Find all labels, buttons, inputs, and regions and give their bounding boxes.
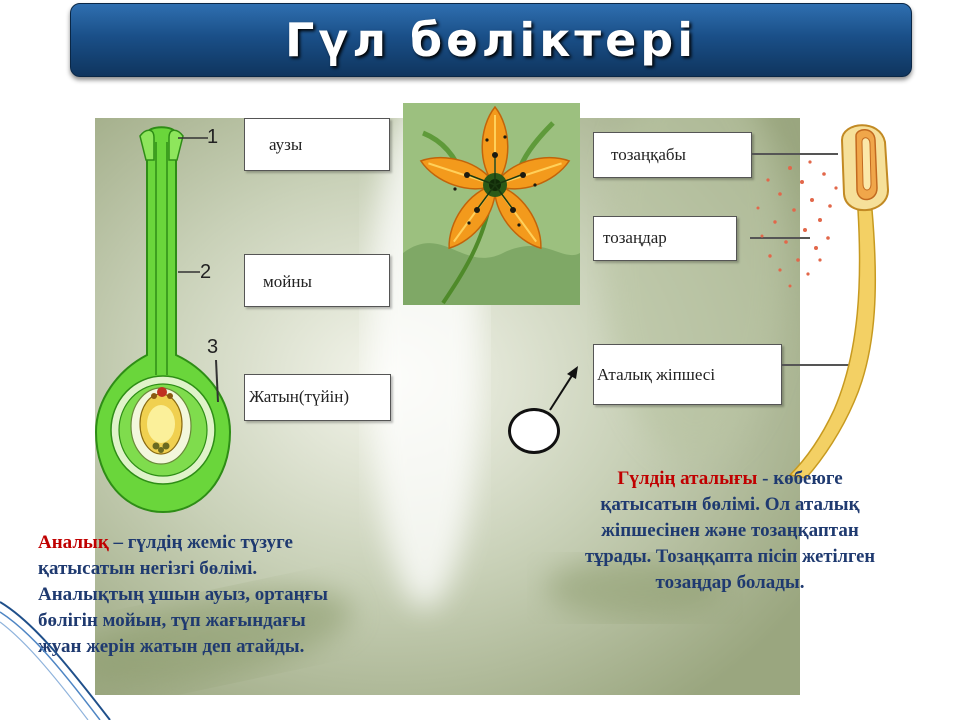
page-title: Гүл бөліктері: [285, 13, 697, 67]
pistil-line-3: Аналықтың ұшын ауыз, ортаңғы: [38, 584, 329, 605]
label-style-text: мойны: [263, 272, 312, 291]
pistil-line-5: жуан жерін жатын деп атайды.: [38, 636, 305, 657]
stamen-line-2: қатысатын бөлімі. Ол аталық: [600, 494, 860, 515]
label-stigma: аузы: [244, 118, 390, 171]
label-filament: Аталық жіпшесі: [593, 344, 782, 405]
label-pollen: тозаңдар: [593, 216, 737, 261]
label-pollen-text: тозаңдар: [603, 228, 667, 247]
corner-decoration: [0, 601, 111, 720]
stamen-diagram: [750, 124, 890, 479]
flower-image: [403, 103, 580, 305]
pistil-line-1-text: гүлдің жеміс түзуге: [127, 532, 293, 553]
pistil-number-1: 1: [207, 126, 219, 148]
stamen-line-3: жіпшесінен және тозаңқаптан: [601, 520, 859, 541]
stamen-term: Гүлдің аталығы: [617, 468, 758, 489]
stamen-description: Гүлдің аталығы - көбеюге қатысатын бөлім…: [500, 466, 960, 596]
pistil-dash: –: [108, 532, 128, 553]
label-filament-text: Аталық жіпшесі: [597, 365, 716, 384]
label-ovary-text: Жатын(түйін): [249, 387, 350, 406]
pistil-description: Аналық – гүлдің жеміс түзуге қатысатын н…: [38, 530, 468, 660]
pistil-line-2: қатысатын негізгі бөлімі.: [38, 558, 258, 579]
label-anther-text: тозаңқабы: [611, 145, 686, 164]
stamen-line-1-text: - көбеюге: [757, 468, 843, 489]
pistil-diagram: [94, 126, 232, 514]
title-bar: Гүл бөліктері: [70, 3, 912, 77]
label-style: мойны: [244, 254, 390, 307]
pistil-term: Аналық: [38, 532, 109, 553]
pistil-line-4: бөлігін мойын, түп жағындағы: [38, 610, 306, 631]
pistil-number-3: 3: [207, 336, 219, 358]
pistil-line-1: Аналық – гүлдің жеміс түзуге: [38, 530, 468, 556]
label-anther: тозаңқабы: [593, 132, 752, 178]
pistil-number-2: 2: [200, 261, 212, 283]
label-stigma-text: аузы: [269, 135, 303, 154]
marker-circle: [508, 408, 560, 454]
stamen-line-1: Гүлдің аталығы - көбеюге: [500, 466, 960, 492]
stamen-line-5: тозаңдар болады.: [655, 572, 805, 593]
label-ovary: Жатын(түйін): [244, 374, 391, 421]
pointer-arrow: [549, 366, 578, 411]
stamen-line-4: тұрады. Тозаңқапта пісіп жетілген: [585, 547, 875, 567]
